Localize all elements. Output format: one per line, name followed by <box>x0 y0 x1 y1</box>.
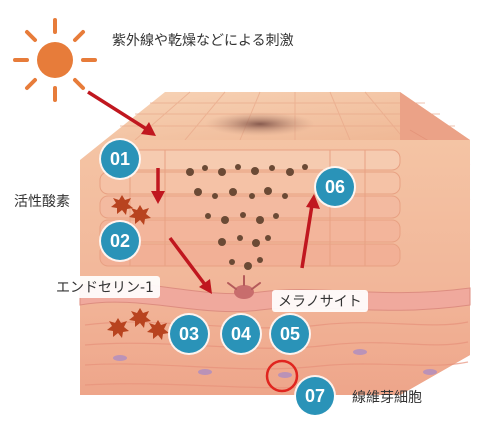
step-badge-06: 06 <box>316 168 354 206</box>
step-badge-02: 02 <box>101 222 139 260</box>
fibroblast-highlight <box>265 359 299 393</box>
ros-label: 活性酸素 <box>8 190 76 212</box>
step-badge-05: 05 <box>271 315 309 353</box>
melanocyte-label: メラノサイト <box>272 290 368 312</box>
reactive-oxygen-icon <box>107 195 169 340</box>
step-badge-07: 07 <box>296 377 334 415</box>
sun-icon <box>13 18 97 102</box>
step-badge-04: 04 <box>222 315 260 353</box>
melanin-granules <box>186 164 308 270</box>
step-badge-01: 01 <box>101 140 139 178</box>
endothelin-label: エンドセリン-1 <box>50 276 160 298</box>
melanocyte-icon <box>227 275 261 299</box>
step-badge-03: 03 <box>170 315 208 353</box>
dark-spot <box>205 112 315 136</box>
stimulus-label: 紫外線や乾燥などによる刺激 <box>112 33 294 49</box>
epidermis-cells <box>99 149 401 267</box>
fibroblast-cells <box>113 349 437 378</box>
process-arrows <box>87 90 320 294</box>
fibroblast-label: 線維芽細胞 <box>352 390 422 406</box>
